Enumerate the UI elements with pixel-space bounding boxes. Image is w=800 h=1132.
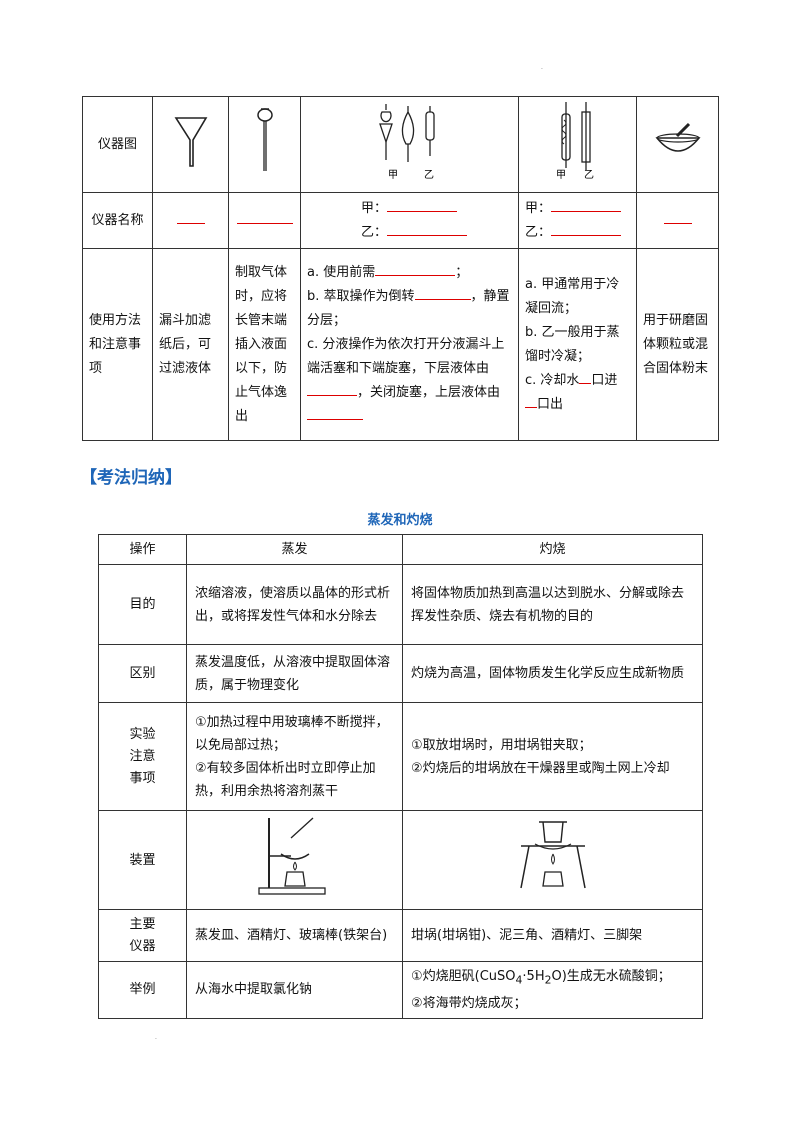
row-apparatus: 装置 xyxy=(98,810,187,910)
mortar-usage: 用于研磨固体颗粒或混合固体粉末 xyxy=(636,248,719,441)
section-title: 【考法归纳】 xyxy=(80,468,182,488)
instruments-burn: 坩埚(坩埚钳)、泥三角、酒精灯、三脚架 xyxy=(402,909,703,962)
con-label-yi: 乙 xyxy=(584,169,594,180)
difference-evap: 蒸发温度低，从溶液中提取固体溶质，属于物理变化 xyxy=(186,644,403,703)
example-evap: 从海水中提取氯化钠 xyxy=(186,961,403,1019)
sep-c-blank2[interactable] xyxy=(307,405,363,420)
purpose-burn: 将固体物质加热到高温以达到脱水、分解或除去挥发性杂质、烧去有机物的目的 xyxy=(402,564,703,645)
long-funnel-image xyxy=(228,96,301,193)
instrument-table: 仪器图 甲 乙 xyxy=(82,96,719,441)
sep-b-blank[interactable] xyxy=(414,285,471,300)
separatory-funnel-icon: 甲 乙 xyxy=(378,104,435,181)
funnel-name-blank[interactable] xyxy=(176,209,205,224)
sep-a-blank[interactable] xyxy=(375,261,456,276)
sep-jia-blank[interactable] xyxy=(387,197,458,212)
notes-evap: ①加热过程中用玻璃棒不断搅拌，以免局部过热； ②有较多固体析出时立即停止加热，利… xyxy=(186,702,403,811)
header-operation: 操作 xyxy=(98,534,187,565)
sep-c-blank1[interactable] xyxy=(307,381,357,396)
condenser-image: 甲 乙 xyxy=(518,96,637,193)
con-in-blank[interactable] xyxy=(579,369,592,384)
crucible-setup-icon xyxy=(519,821,586,889)
con-jia-blank[interactable] xyxy=(551,197,622,212)
notes-burn: ①取放坩埚时，用坩埚钳夹取； ②灼烧后的坩埚放在干燥器里或陶土网上冷却 xyxy=(402,702,703,811)
mortar-name-blank[interactable] xyxy=(663,209,692,224)
con-yi-label: 乙： xyxy=(525,224,552,240)
page-mark: · xyxy=(541,66,543,73)
purpose-evap: 浓缩溶液，使溶质以晶体的形式析出，或将挥发性气体和水分除去 xyxy=(186,564,403,645)
header-burning: 灼烧 xyxy=(402,534,703,565)
sep-funnel-image: 甲 乙 xyxy=(300,96,519,193)
condenser-icon: 甲 乙 xyxy=(556,102,594,181)
con-label-jia: 甲 xyxy=(556,170,566,180)
con-jia-label: 甲： xyxy=(525,200,552,216)
evaporation-setup-icon xyxy=(257,817,326,895)
row-purpose: 目的 xyxy=(98,564,187,645)
funnel-usage: 漏斗加滤纸后，可过滤液体 xyxy=(152,248,229,441)
mortar-pestle-icon xyxy=(654,122,701,152)
long-funnel-name-blank[interactable] xyxy=(236,209,293,224)
sep-yi-label: 乙： xyxy=(361,224,388,240)
funnel-icon xyxy=(174,117,207,167)
long-neck-funnel-icon xyxy=(256,108,273,171)
apparatus-evap xyxy=(186,810,403,910)
table-title: 蒸发和灼烧 xyxy=(367,513,433,528)
sep-label-yi: 乙 xyxy=(424,169,434,180)
header-evaporation: 蒸发 xyxy=(186,534,403,565)
funnel-image xyxy=(152,96,229,193)
row-notes: 实验注意事项 xyxy=(98,702,187,811)
row-instruments: 主要仪器 xyxy=(98,909,187,962)
example-burn: ①灼烧胆矾(CuSO4·5H2O)生成无水硫酸铜； ②将海带灼烧成灰； xyxy=(402,961,703,1019)
difference-burn: 灼烧为高温，固体物质发生化学反应生成新物质 xyxy=(402,644,703,703)
apparatus-burn xyxy=(402,810,703,910)
mortar-image xyxy=(636,96,719,193)
sep-label-jia: 甲 xyxy=(388,170,398,180)
row-difference: 区别 xyxy=(98,644,187,703)
row-example: 举例 xyxy=(98,961,187,1019)
page-mark-bottom: · xyxy=(155,1036,157,1043)
con-out-blank[interactable] xyxy=(525,393,537,408)
instruments-evap: 蒸发皿、酒精灯、玻璃棒(铁架台) xyxy=(186,909,403,962)
evaporation-table: 操作 蒸发 灼烧 目的 浓缩溶液，使溶质以晶体的形式析出，或将挥发性气体和水分除… xyxy=(98,534,703,1019)
con-yi-blank[interactable] xyxy=(551,221,622,236)
row-label-name: 仪器名称 xyxy=(82,192,153,249)
sep-yi-blank[interactable] xyxy=(387,221,468,236)
sep-jia-label: 甲： xyxy=(361,200,388,216)
row-label-diagram: 仪器图 xyxy=(82,96,153,193)
row-label-usage: 使用方法和注意事项 xyxy=(82,248,153,441)
sep-funnel-usage: a. 使用前需； b. 萃取操作为倒转，静置分层； c. 分液操作为依次打开分液… xyxy=(300,248,519,441)
condenser-usage: a. 甲通常用于冷凝回流； b. 乙一般用于蒸馏时冷凝； c. 冷却水口进口出 xyxy=(518,248,637,441)
long-funnel-usage: 制取气体时，应将长管末端插入液面以下，防止气体逸出 xyxy=(228,248,301,441)
